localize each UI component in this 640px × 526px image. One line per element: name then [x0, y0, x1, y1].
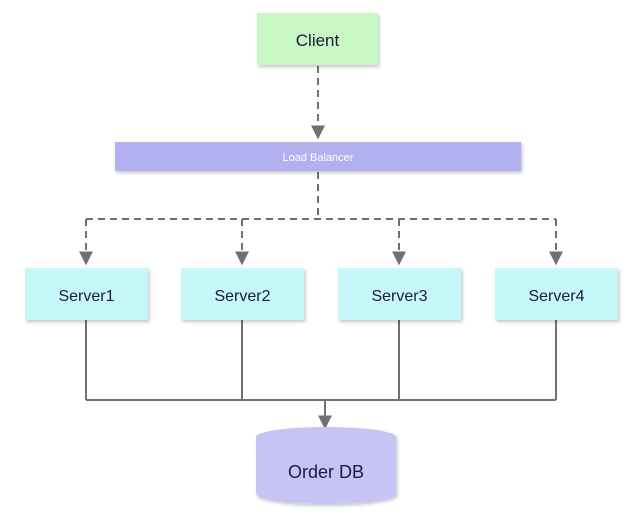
connectors	[79, 66, 563, 430]
database-label: Order DB	[288, 462, 364, 482]
load-balancer-label: Load Balancer	[283, 152, 354, 164]
client-node: Client	[257, 13, 378, 65]
server-label: Server1	[58, 288, 114, 305]
server-label: Server2	[214, 288, 270, 305]
server-node: Server3	[338, 268, 461, 320]
server-label: Server3	[371, 288, 427, 305]
client-label: Client	[296, 31, 340, 50]
server-node: Server1	[25, 268, 148, 320]
load-balancer-node: Load Balancer	[115, 142, 521, 171]
server-node: Server4	[495, 268, 618, 320]
server-label: Server4	[528, 288, 584, 305]
database-node: Order DB	[256, 427, 396, 504]
server-node: Server2	[181, 268, 304, 320]
